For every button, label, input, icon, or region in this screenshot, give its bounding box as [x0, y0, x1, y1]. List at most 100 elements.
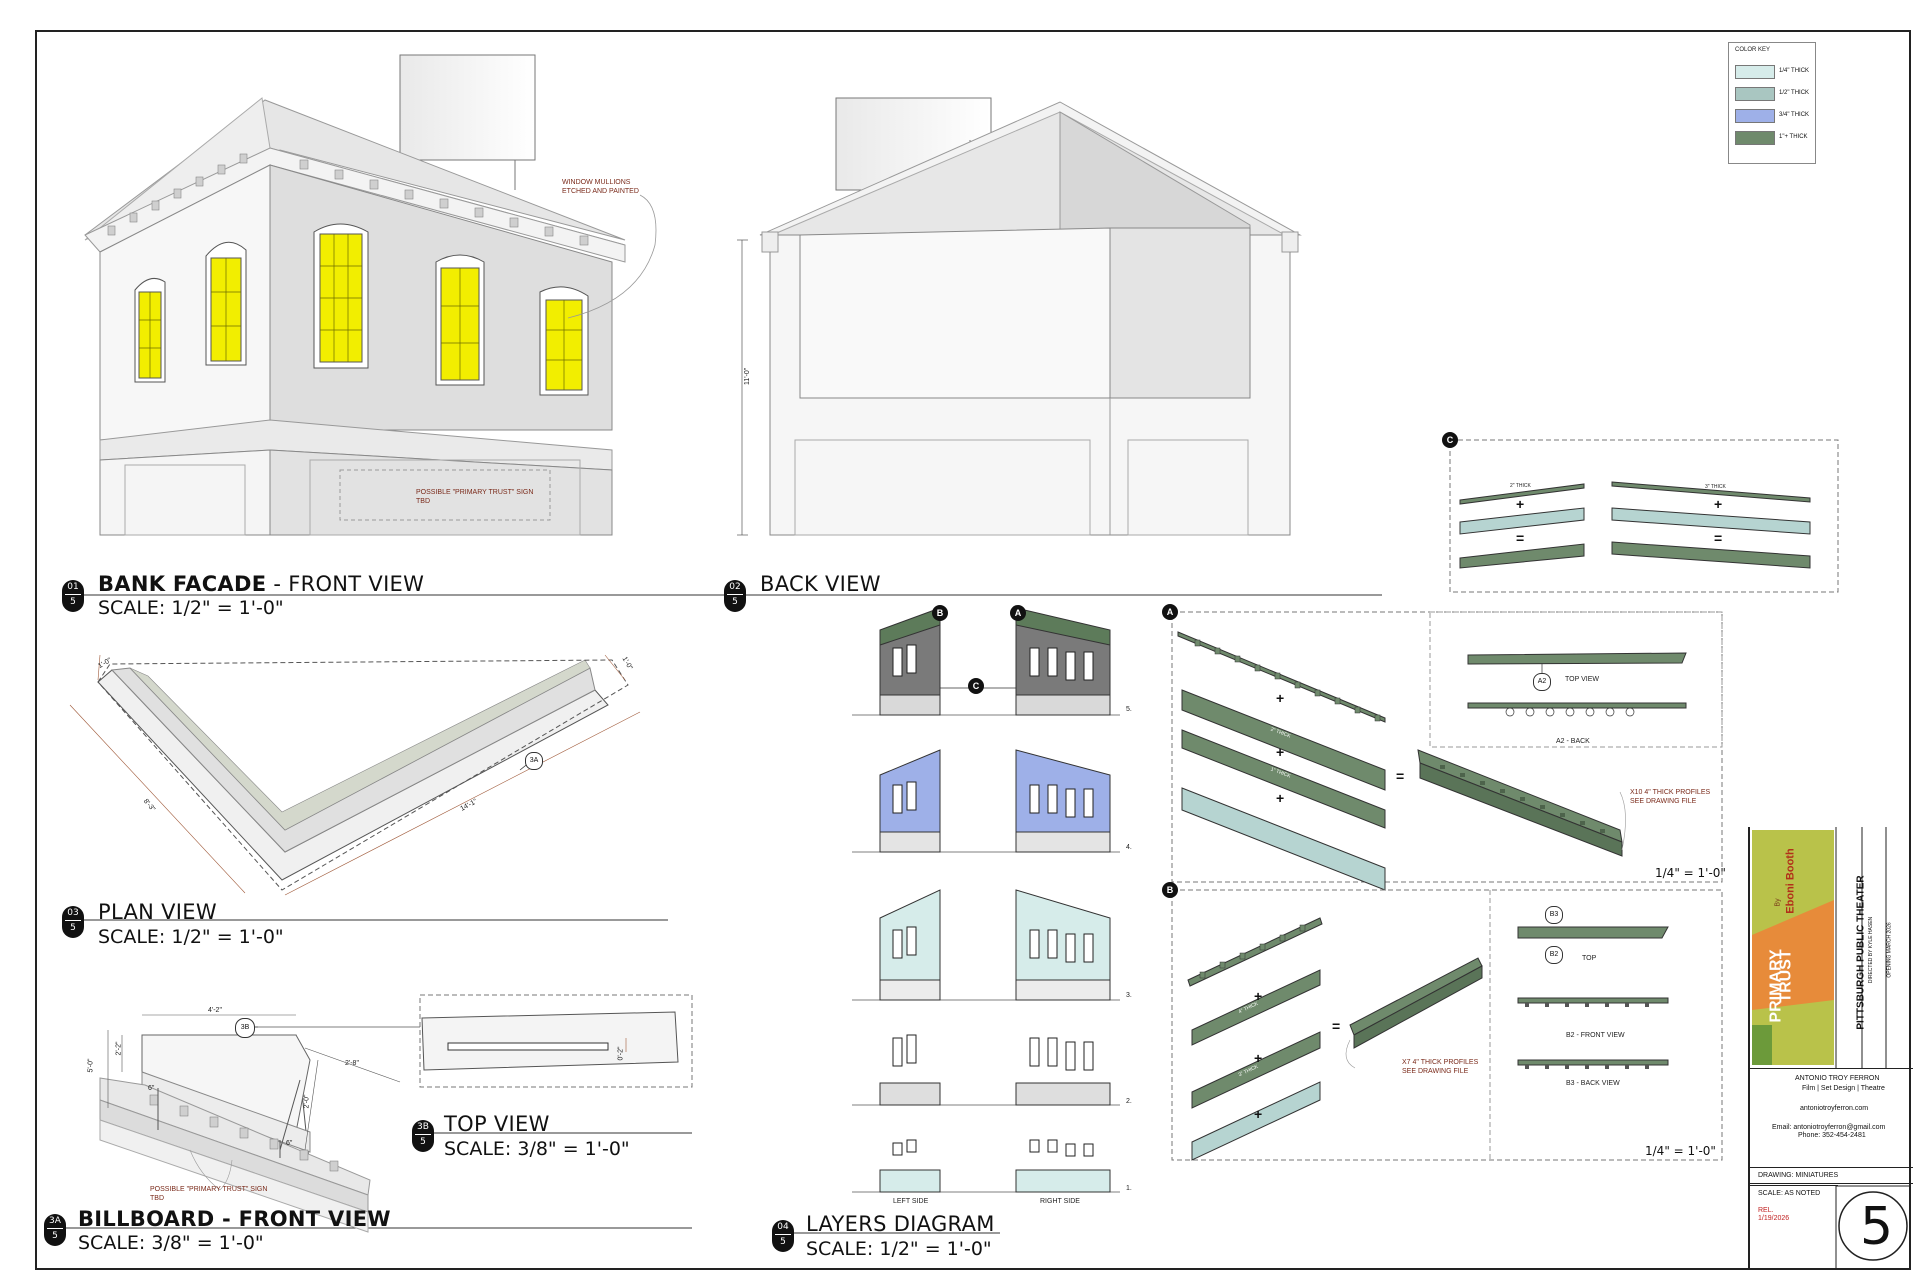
detail-b-plus-2: +: [1254, 1050, 1263, 1066]
plan-view-drawing: [69, 654, 641, 896]
poster-title-2: TRUST: [1777, 949, 1795, 1003]
sheet-border: [35, 30, 1911, 1270]
layer-label-4: 4.: [1126, 844, 1132, 851]
detail-b-back: B3 - BACK VIEW: [1566, 1080, 1620, 1087]
designer-roles: Film | Set Design | Theatre: [1802, 1085, 1885, 1092]
drawing-scale: SCALE: AS NOTED: [1758, 1190, 1821, 1197]
sheet-number: 5: [1860, 1197, 1894, 1257]
detail-b-drawing: [1171, 889, 1723, 1161]
color-key-label: 1/2" THICK: [1779, 90, 1810, 96]
note-window-mullions: WINDOW MULLIONS ETCHED AND PAINTED: [562, 179, 639, 195]
dim-top: 0'-2": [617, 1046, 625, 1061]
layer-callout-b: B: [932, 605, 948, 621]
title-block-lines: [1752, 827, 1911, 1270]
detail-b-letter: B: [1162, 882, 1178, 898]
note-profiles-a: X10 4" THICK PROFILES SEE DRAWING FILE: [1630, 789, 1711, 805]
opening-date: OPENING MARCH 2026: [1886, 922, 1893, 978]
view-title-03: PLAN VIEW: [98, 900, 217, 924]
theater-name: PITTSBURGH PUBLIC THEATER: [1855, 875, 1867, 1030]
back-view-drawing: [737, 97, 1302, 536]
dim-back-height: 11'-0": [744, 367, 751, 385]
color-swatch: [1735, 87, 1775, 101]
detail-c-thick-right: 3" THICK: [1705, 484, 1726, 490]
note-profiles-b: X7 4" THICK PROFILES SEE DRAWING FILE: [1402, 1059, 1479, 1075]
layer-callout-c: C: [968, 678, 984, 694]
detail-a-plus-1: +: [1276, 690, 1285, 706]
dim-bb-height2: 5'-0": [87, 1058, 95, 1073]
color-key-item: 1/4" THICK: [1735, 65, 1809, 79]
view-title-01: BANK FACADE - FRONT VIEW: [98, 572, 424, 596]
poster-author: Eboni Booth: [1784, 848, 1797, 914]
detail-a2-tag: A2: [1533, 673, 1551, 691]
detail-a-plus-2: +: [1276, 744, 1285, 760]
poster-by: By: [1774, 898, 1782, 907]
layer-label-3: 3.: [1126, 992, 1132, 999]
title-block: By Eboni Booth PRIMARY TRUST PITTSBURGH …: [1748, 827, 1913, 1270]
color-key-label: 3/4" THICK: [1779, 112, 1810, 118]
view-title-02: BACK VIEW: [760, 572, 881, 596]
detail-c-thick-left: 2" THICK: [1510, 483, 1531, 489]
color-key: COLOR KEY 1/4" THICK 1/2" THICK 3/4" THI…: [1728, 42, 1816, 164]
detail-a-equals: =: [1396, 768, 1405, 784]
detail-a-plus-3: +: [1276, 790, 1285, 806]
detail-b-front: B2 - FRONT VIEW: [1566, 1032, 1625, 1039]
drawing-name: DRAWING: MINIATURES: [1758, 1172, 1839, 1179]
billboard-drawing: [99, 1014, 420, 1233]
color-swatch: [1735, 65, 1775, 79]
detail-c-drawing: [1449, 439, 1839, 593]
color-key-label: 1/4" THICK: [1779, 68, 1810, 74]
color-key-item: 1"+ THICK: [1735, 131, 1809, 145]
detail-a-top-view: TOP VIEW: [1565, 676, 1599, 683]
view-scale-04: SCALE: 1/2" = 1'-0": [806, 1238, 992, 1260]
top-view-drawing: [419, 994, 693, 1088]
color-swatch: [1735, 131, 1775, 145]
designer-phone: Phone: 352-454-2481: [1798, 1132, 1866, 1139]
director-credit: DIRECTED BY KYLE HASEN: [1868, 916, 1875, 984]
designer-name: ANTONIO TROY FERRON: [1795, 1075, 1880, 1082]
color-key-title: COLOR KEY: [1735, 47, 1771, 53]
detail-b3-tag: B3: [1545, 906, 1563, 924]
dim-bb-height1: 2'-2": [115, 1041, 123, 1056]
detail-c-equals-right: =: [1714, 530, 1723, 546]
dim-bb-leg: 2'-0": [303, 1094, 311, 1109]
detail-c-letter: C: [1442, 432, 1458, 448]
view-title-04: LAYERS DIAGRAM: [806, 1212, 995, 1236]
dim-bb-depth: 2'-8": [345, 1060, 359, 1067]
view-title-3b: TOP VIEW: [444, 1112, 550, 1136]
layer-label-1: 1.: [1126, 1185, 1132, 1192]
release-label: REL.: [1758, 1207, 1774, 1214]
view-scale-01: SCALE: 1/2" = 1'-0": [98, 597, 284, 619]
note-sign-front: POSSIBLE "PRIMARY TRUST" SIGN TBD: [416, 489, 534, 505]
detail-c-plus-right: +: [1714, 496, 1723, 512]
detail-b-equals: =: [1332, 1018, 1341, 1034]
note-sign-billboard: POSSIBLE "PRIMARY TRUST" SIGN TBD: [150, 1186, 268, 1202]
detail-a-drawing: [1171, 611, 1723, 891]
color-swatch: [1735, 109, 1775, 123]
view-title-3a: BILLBOARD - FRONT VIEW: [78, 1207, 391, 1231]
color-key-item: 3/4" THICK: [1735, 109, 1809, 123]
bank-facade-drawing: [84, 54, 657, 536]
layer-callout-a: A: [1010, 605, 1026, 621]
detail-c-equals-left: =: [1516, 530, 1525, 546]
billboard-callout-tag: 3B: [235, 1018, 255, 1038]
release-date: 1/19/2026: [1758, 1215, 1790, 1222]
detail-a-scale: 1/4" = 1'-0": [1655, 866, 1726, 880]
designer-website: antoniotroyferron.com: [1800, 1105, 1869, 1112]
color-key-item: 1/2" THICK: [1735, 87, 1809, 101]
dim-bb-small2: 6": [286, 1140, 293, 1147]
detail-c-plus-left: +: [1516, 496, 1525, 512]
view-title-01-suffix: - FRONT VIEW: [266, 572, 425, 596]
view-scale-03: SCALE: 1/2" = 1'-0": [98, 926, 284, 948]
detail-b-plus-3: +: [1254, 1106, 1263, 1122]
layer-label-5: 5.: [1126, 706, 1132, 713]
layer-left-side: LEFT SIDE: [893, 1198, 929, 1205]
detail-b-plus-1: +: [1254, 988, 1263, 1004]
plan-callout-tag: 3A: [525, 752, 543, 770]
layers-diagram: [852, 607, 1120, 1193]
